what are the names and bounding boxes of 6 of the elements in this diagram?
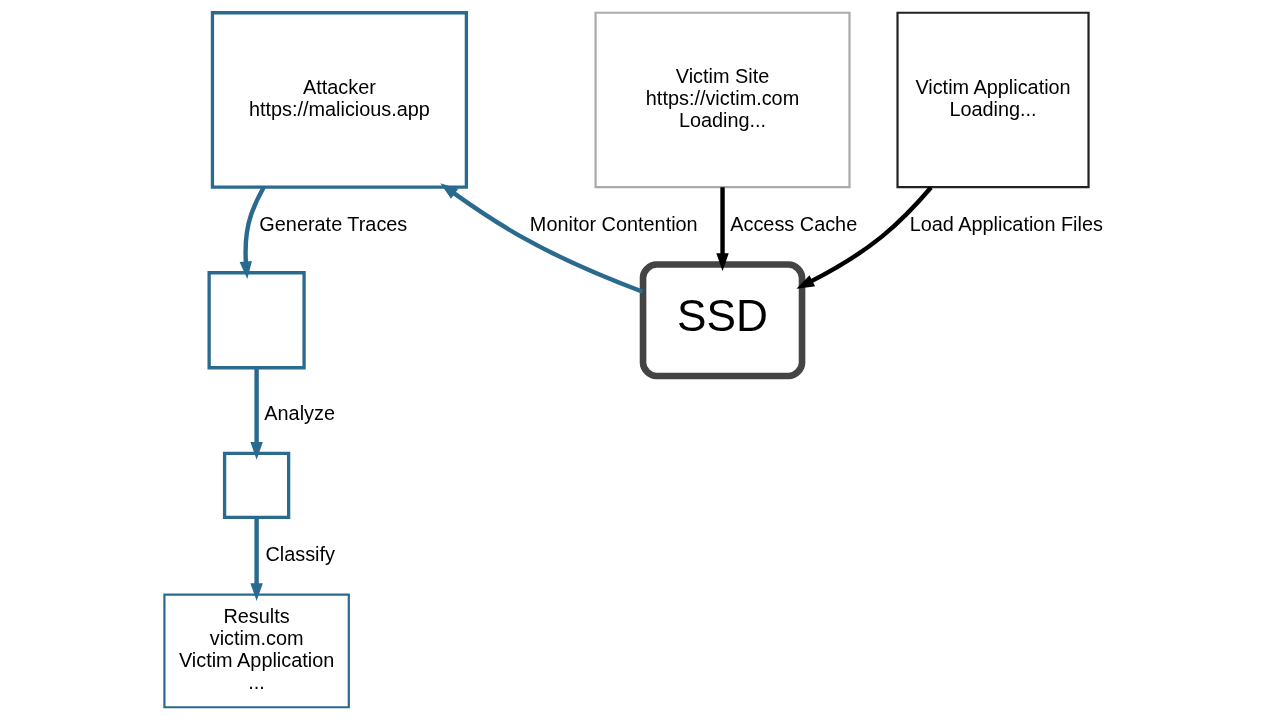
edge-label: Access Cache: [730, 212, 858, 235]
edge-label: Classify: [265, 542, 335, 565]
edge-label: Monitor Contention: [529, 212, 698, 235]
edge-label: Load Application Files: [909, 212, 1103, 235]
edge-label: Generate Traces: [259, 212, 408, 235]
edge-label: Analyze: [264, 401, 335, 424]
